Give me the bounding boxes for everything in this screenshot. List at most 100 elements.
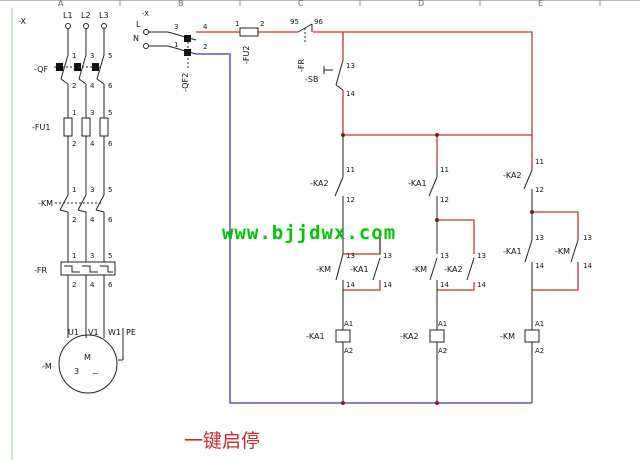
col1-km-14: 14 <box>346 281 355 289</box>
col1-km-no <box>335 253 344 290</box>
ka1-coil-label: -KA1 <box>306 332 325 341</box>
qf2-term-2: 2 <box>203 43 207 51</box>
ka2-coil-a2: A2 <box>438 347 447 355</box>
diagram-title: 一键启停 <box>184 430 260 452</box>
sb-label: -SB <box>305 75 318 84</box>
fr-term-2: 2 <box>72 281 76 289</box>
fuse-3 <box>99 117 109 137</box>
col3-ka2-nc <box>523 165 533 192</box>
col3-ka1-label: -KA1 <box>503 247 522 256</box>
ruler-d: D <box>418 0 424 8</box>
motor-u1-label: U1 <box>68 328 79 337</box>
ruler-c: C <box>298 0 304 8</box>
fr-term-3: 3 <box>90 252 94 260</box>
overload-label: -FR <box>34 266 47 275</box>
km-coil-label: -KM <box>500 332 515 341</box>
main-contactor-contacts <box>55 194 105 213</box>
col2-km-13: 13 <box>440 252 449 260</box>
fu2-term-1: 1 <box>235 20 239 28</box>
sb-term-14: 14 <box>346 90 355 98</box>
col3-ka1-14: 14 <box>535 262 544 270</box>
ka2-coil-a1: A1 <box>438 320 447 328</box>
control-fuse <box>239 27 259 37</box>
phase-l2-label: L2 <box>81 11 91 20</box>
ka1-coil-a1: A1 <box>344 320 353 328</box>
ctrl-n-label: N <box>133 34 139 43</box>
col1-km-label: -KM <box>316 265 331 274</box>
km-term-3: 3 <box>90 186 94 194</box>
col1-nc-12: 12 <box>346 196 355 204</box>
qf-term-4: 4 <box>90 82 95 90</box>
fr-nc-label: -FR <box>297 59 306 72</box>
km-term-5: 5 <box>108 186 112 194</box>
terminal-l2 <box>83 23 89 29</box>
col2-km-label: -KM <box>412 265 427 274</box>
fuse-2 <box>81 117 91 137</box>
fr-term-4: 4 <box>90 281 95 289</box>
col1-ka1-contact-label: -KA1 <box>350 265 369 274</box>
qf-term-1: 1 <box>72 52 76 60</box>
col1-nc-11: 11 <box>346 166 355 174</box>
overload-relay <box>60 261 116 276</box>
qf-term-5: 5 <box>108 52 112 60</box>
col2-ka2-14: 14 <box>477 281 486 289</box>
fu1-term-6: 6 <box>108 140 113 148</box>
ctrl-l-label: L <box>136 20 141 29</box>
neutral-bus <box>196 53 532 404</box>
ctrl-terminal-n <box>143 43 149 49</box>
motor-ac-symbol: ~ <box>92 369 99 378</box>
col2-km-no <box>429 220 438 290</box>
ctrl-term-3: 3 <box>174 23 178 31</box>
col3-km-contact-label: -KM <box>555 247 570 256</box>
fr-nc-term-96: 96 <box>314 18 323 26</box>
fu2-term-2: 2 <box>260 20 264 28</box>
km-coil-a2: A2 <box>535 347 544 355</box>
ka2-coil <box>429 329 445 343</box>
qf-term-6: 6 <box>108 82 113 90</box>
qf2-term-1: 1 <box>174 41 178 49</box>
col3-km-no <box>570 239 579 268</box>
terminal-l3 <box>101 23 107 29</box>
col3-nc-11: 11 <box>535 158 544 166</box>
phase-l1-label: L1 <box>63 11 73 20</box>
col3-ka2-label: -KA2 <box>503 171 522 180</box>
main-circuit: -X L1 L2 L3 -QF 1 3 5 2 4 6 -FU1 <box>18 11 136 394</box>
col1-ka2-nc <box>334 165 344 198</box>
col2-ka2-13: 13 <box>477 252 486 260</box>
col2-km-14: 14 <box>440 281 449 289</box>
col2-nc-12: 12 <box>440 196 449 204</box>
motor-pe-label: PE <box>126 328 136 337</box>
ctrl-terminal-l <box>143 29 149 35</box>
col2-ka1-label: -KA1 <box>408 179 427 188</box>
col3-ka1-13: 13 <box>535 234 544 242</box>
control-fuse-label: -FU2 <box>242 46 251 64</box>
km-coil <box>524 329 540 343</box>
motor-w1-label: W1 <box>108 328 121 337</box>
col1-ka1-14: 14 <box>383 281 392 289</box>
qf-term-3: 3 <box>90 52 94 60</box>
ruler-b: B <box>178 0 184 8</box>
fuse-1 <box>63 117 73 137</box>
overload-nc-contact <box>297 23 313 42</box>
top-ruler: A B C D E <box>0 0 640 8</box>
col1-ka1-no <box>372 230 381 282</box>
col1-ka2-label: -KA2 <box>310 179 329 188</box>
fr-nc-term-95: 95 <box>290 18 299 26</box>
motor-name: M <box>84 353 91 362</box>
ctrl-x-label: -X <box>142 10 149 18</box>
motor-v1-label: V1 <box>88 328 99 337</box>
supply-code-label: -X <box>18 17 26 26</box>
fu1-term-1: 1 <box>72 109 76 117</box>
terminal-l1 <box>65 23 71 29</box>
col2-nc-11: 11 <box>440 166 449 174</box>
col2-ka2-no <box>466 257 475 281</box>
motor-symbol <box>58 334 118 394</box>
phase-l3-label: L3 <box>99 11 109 20</box>
main-contactor-label: -KM <box>38 199 53 208</box>
motor-phase: 3 <box>74 367 79 376</box>
ruler-e: E <box>538 0 543 8</box>
col3-km-14: 14 <box>583 262 592 270</box>
fu1-term-3: 3 <box>90 109 94 117</box>
col1-ka1-13: 13 <box>383 252 392 260</box>
